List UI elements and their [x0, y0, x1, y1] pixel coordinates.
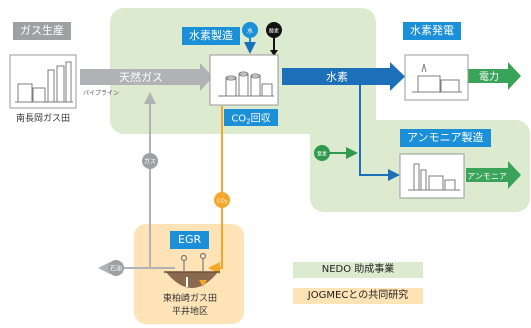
hydrogen-power-title: 水素発電 — [403, 22, 461, 40]
hydrogen-arrowhead — [390, 62, 405, 91]
hydrogen-branch-line — [359, 85, 400, 181]
legend-nedo-label: NEDO 助成事業 — [321, 264, 395, 275]
co2-badge — [214, 192, 230, 208]
natural-gas-arrowhead — [200, 63, 213, 91]
gas-field-label: 南長岡ガス田 — [16, 112, 70, 124]
gas-label: ガス — [144, 158, 156, 166]
nitrogen-label: 窒素 — [317, 151, 327, 158]
hydrogen-plant-icon — [218, 71, 274, 97]
power-plant-icon — [412, 63, 462, 93]
oxygen-arrowhead — [270, 50, 278, 56]
natural-gas-label: 天然ガス — [119, 70, 163, 84]
gas-production-title: ガス生産 — [13, 22, 71, 40]
oil-badge — [108, 260, 124, 276]
co2-line — [208, 106, 223, 274]
reservoir-shape — [166, 272, 218, 288]
water-badge — [242, 22, 258, 38]
water-label: 水 — [247, 27, 253, 35]
oil-label: 石油 — [110, 265, 122, 273]
ammonia-label: アンモニア — [467, 172, 507, 181]
co2-recovery-badge — [224, 109, 278, 126]
hydrogen-plant-box — [209, 54, 279, 106]
hydrogen-pipe — [282, 68, 392, 85]
ammonia-plant-icon — [408, 163, 460, 191]
power-pipe — [468, 69, 510, 83]
legend-jogmec: JOGMECとの共同研究 — [293, 288, 423, 304]
hydrogen-production-title: 水素製造 — [182, 27, 240, 45]
egr-field-label-2: 平井地区 — [172, 305, 208, 317]
natural-gas-pipe — [80, 69, 204, 85]
wellhead-icon — [180, 252, 207, 272]
power-plant-box — [404, 54, 469, 101]
ammonia-arrowhead — [508, 161, 521, 189]
oxygen-badge — [266, 22, 282, 38]
ammonia-production-title: アンモニア製造 — [400, 129, 491, 147]
legend-jogmec-label: JOGMECとの共同研究 — [307, 290, 409, 301]
egr-title: EGR — [170, 231, 210, 249]
hydrogen-label: 水素 — [326, 71, 348, 84]
injection-arrow-icon — [199, 280, 207, 287]
power-label: 電力 — [479, 70, 499, 83]
oxygen-label: 酸素 — [269, 28, 279, 35]
legend-nedo: NEDO 助成事業 — [293, 262, 423, 278]
nitrogen-badge — [314, 145, 330, 161]
pipeline-label: パイプライン — [83, 90, 119, 97]
ammonia-pipe — [466, 168, 510, 182]
gas-badge — [142, 153, 158, 169]
power-arrowhead — [508, 62, 521, 90]
egr-field-label-1: 東柏崎ガス田 — [163, 292, 217, 304]
gas-field-plant-box — [9, 54, 77, 109]
co2-recovery-label: CO2回収 — [231, 113, 270, 126]
gas-plant-icon — [15, 61, 73, 103]
co2-badge-label: CO2 — [217, 199, 228, 205]
